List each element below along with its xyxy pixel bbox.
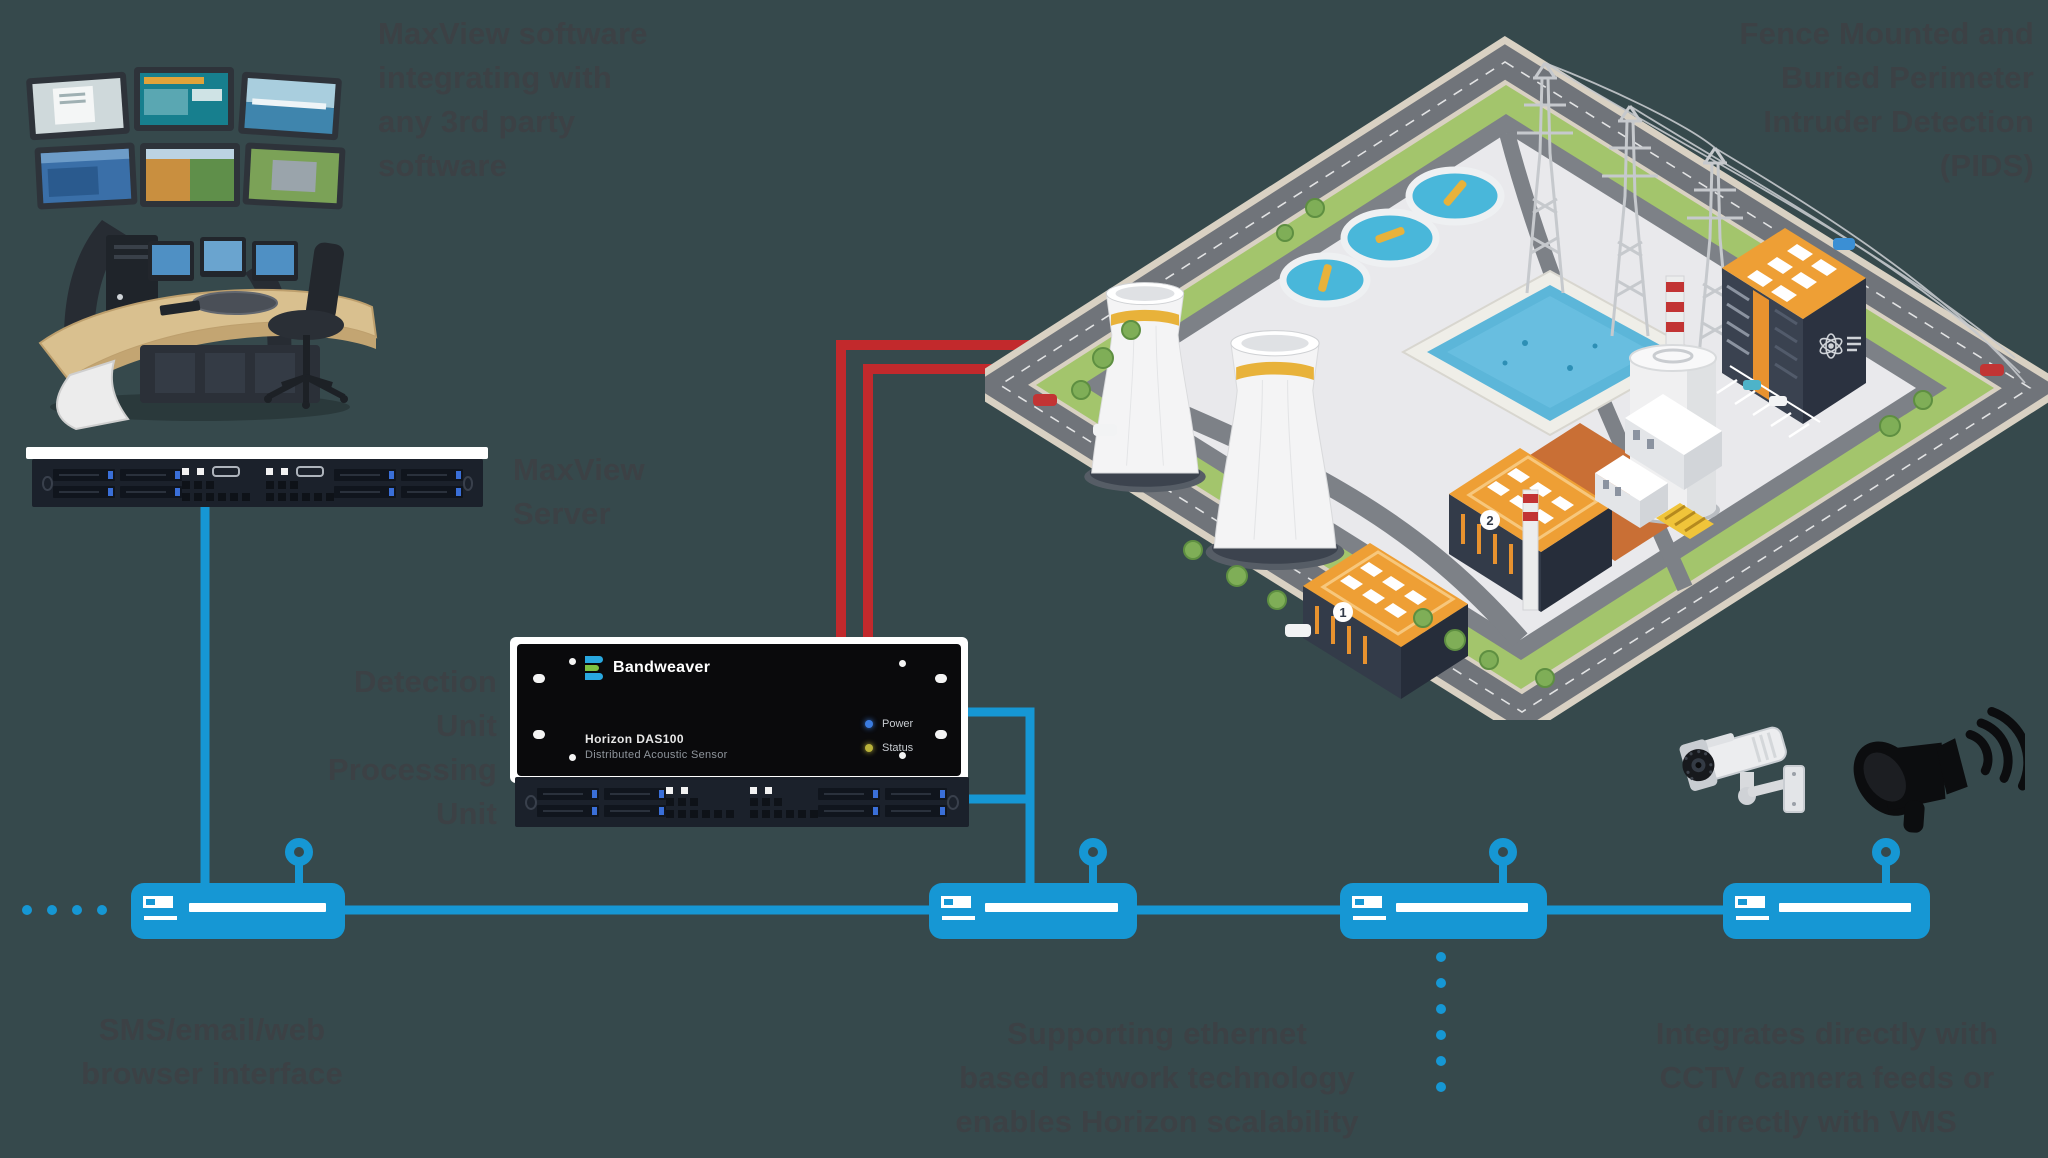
wireless-antenna-icon bbox=[1489, 838, 1518, 884]
industrial-facility-icon: 2 1 bbox=[985, 35, 2048, 720]
optical-drive bbox=[211, 465, 240, 477]
office-building bbox=[1722, 228, 1866, 424]
fiber-cable-red bbox=[836, 340, 1065, 641]
bandweaver-logo: Bandweaver bbox=[585, 656, 711, 681]
rack-mount-hole bbox=[947, 794, 959, 810]
hatched-area bbox=[1656, 503, 1714, 539]
das-processing-unit: Bandweaver Horizon DAS100 Distributed Ac… bbox=[510, 637, 968, 783]
ethernet-switch-2 bbox=[929, 838, 1137, 939]
power-led bbox=[181, 467, 189, 475]
drive-bay bbox=[52, 485, 115, 498]
hall-badge-2: 2 bbox=[1486, 513, 1493, 528]
striped-chimney-short bbox=[1522, 489, 1539, 611]
rack-mount-hole bbox=[42, 475, 53, 491]
optical-drive bbox=[295, 465, 324, 477]
maxview-server-rack bbox=[32, 459, 483, 507]
hall-badge-1: 1 bbox=[1339, 605, 1346, 620]
drive-bay bbox=[604, 804, 666, 817]
dotted-line-vertical bbox=[1436, 952, 1446, 1092]
power-led bbox=[865, 720, 873, 728]
power-pylon-icon bbox=[1517, 62, 2026, 384]
atom-logo bbox=[1819, 333, 1861, 359]
monitor-wall bbox=[26, 67, 346, 210]
switch-port-icon bbox=[143, 896, 173, 908]
switch-port-icon bbox=[1352, 896, 1382, 908]
server-rack-top-strip bbox=[26, 447, 488, 459]
brand-name: Bandweaver bbox=[613, 659, 711, 676]
rack-mount-hole bbox=[462, 475, 473, 491]
screw bbox=[899, 752, 906, 759]
drive-bay bbox=[537, 787, 599, 800]
cooling-tower-icon bbox=[1084, 282, 1345, 571]
screw bbox=[935, 730, 947, 739]
drive-bay bbox=[537, 804, 599, 817]
office-chair bbox=[264, 242, 348, 409]
drive-bay bbox=[333, 485, 396, 498]
drive-bay bbox=[604, 787, 666, 800]
label-maxview-server: MaxView Server bbox=[513, 452, 645, 531]
drive-bay bbox=[400, 468, 463, 481]
screw bbox=[533, 674, 545, 683]
industrial-hall-2: 2 bbox=[1449, 448, 1612, 612]
drive-bay bbox=[818, 804, 880, 817]
drive-bay bbox=[885, 804, 947, 817]
desk-monitors bbox=[148, 237, 298, 281]
ethernet-switch-1 bbox=[131, 838, 345, 939]
drive-bay bbox=[333, 468, 396, 481]
label-pids: Fence Mounted and Buried Perimeter Intru… bbox=[1739, 16, 2034, 183]
wireless-antenna-icon bbox=[285, 838, 314, 884]
auxiliary-buildings bbox=[1595, 394, 1722, 528]
power-led bbox=[265, 467, 273, 475]
cooling-pool bbox=[1400, 269, 1700, 437]
label-detection-processing: Detection Unit Processing Unit bbox=[327, 664, 497, 831]
status-led bbox=[196, 467, 204, 475]
wireless-antenna-icon bbox=[1078, 838, 1107, 884]
ethernet-switch-4 bbox=[1723, 838, 1930, 939]
status-led bbox=[865, 744, 873, 752]
drive-bay bbox=[119, 485, 182, 498]
label-ethernet-scalability: Supporting ethernet based network techno… bbox=[955, 1016, 1359, 1139]
control-room-console-icon bbox=[26, 67, 378, 430]
model-subtitle: Distributed Acoustic Sensor bbox=[585, 749, 728, 761]
drive-bay bbox=[400, 485, 463, 498]
screw bbox=[569, 754, 576, 761]
label-sms-interface: SMS/email/web browser interface bbox=[81, 1012, 343, 1091]
model-name: Horizon DAS100 bbox=[585, 732, 684, 746]
cctv-camera-icon bbox=[1679, 726, 1805, 813]
status-led bbox=[280, 467, 288, 475]
switch-port-icon bbox=[941, 896, 971, 908]
screw bbox=[533, 730, 545, 739]
drive-bay bbox=[885, 787, 947, 800]
wireless-antenna-icon bbox=[1872, 838, 1901, 884]
drive-bay bbox=[52, 468, 115, 481]
ethernet-switch-3 bbox=[1340, 838, 1547, 939]
loudspeaker-icon bbox=[1853, 706, 2025, 833]
dotted-line-horizontal bbox=[22, 905, 107, 915]
screw bbox=[899, 660, 906, 667]
processing-server-rack bbox=[515, 777, 969, 827]
screw bbox=[935, 674, 947, 683]
clarifier-tanks bbox=[1279, 166, 1505, 308]
rack-mount-hole bbox=[525, 794, 537, 810]
vehicles bbox=[1033, 238, 2004, 637]
screw bbox=[569, 658, 576, 665]
label-integrates-cctv: Integrates directly with CCTV camera fee… bbox=[1655, 1016, 1999, 1139]
label-maxview-software: MaxView software integrating with any 3r… bbox=[378, 16, 648, 183]
parking-lot bbox=[1716, 365, 1821, 439]
drive-bay bbox=[119, 468, 182, 481]
bandweaver-logo-icon bbox=[585, 656, 605, 681]
drive-bay bbox=[818, 787, 880, 800]
trees bbox=[1071, 198, 1933, 688]
switch-port-icon bbox=[1735, 896, 1765, 908]
